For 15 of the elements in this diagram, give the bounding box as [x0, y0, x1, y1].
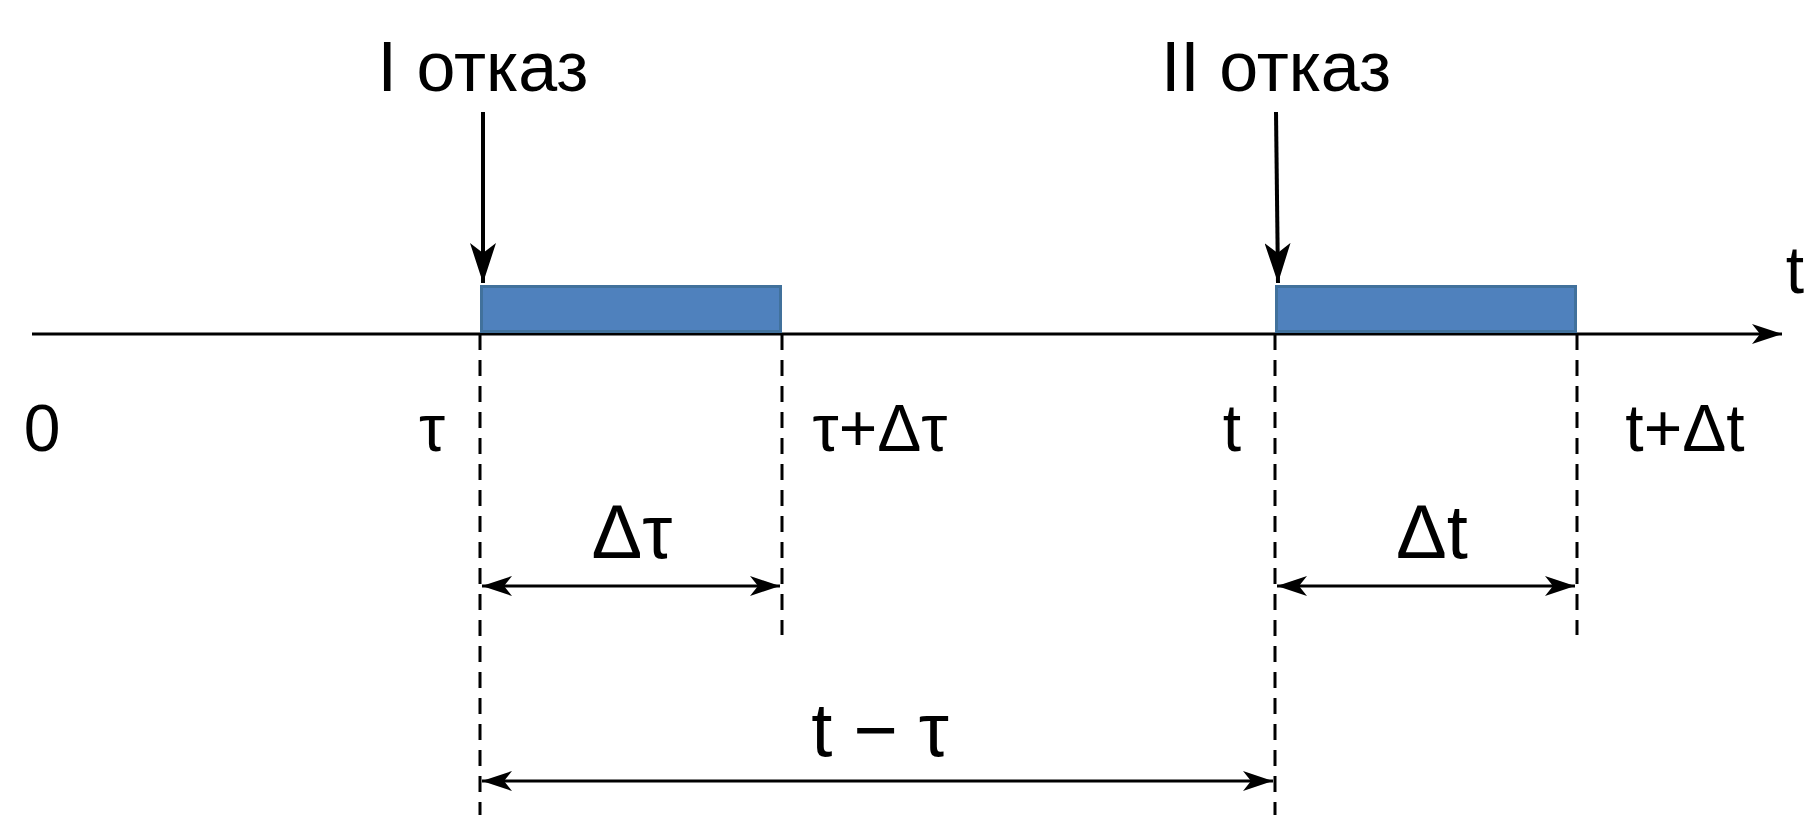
tick-label: t+Δt	[1625, 395, 1745, 461]
arrow	[1264, 111, 1291, 284]
dimension-label: t − τ	[811, 692, 949, 768]
tick-label: 0	[23, 395, 61, 461]
arrow	[470, 112, 496, 283]
failure-label: II отказ	[1160, 32, 1392, 102]
failure-label: I отказ	[377, 32, 589, 102]
interval-bar	[1275, 285, 1577, 333]
dimension-label: Δt	[1396, 494, 1468, 570]
tick-label: τ+Δτ	[812, 395, 948, 461]
tick-label: t	[1222, 395, 1242, 461]
dimension-label: Δτ	[591, 494, 673, 570]
tick-label: τ	[418, 395, 446, 461]
axis-label: t	[1785, 237, 1805, 303]
interval-bar	[480, 285, 782, 333]
